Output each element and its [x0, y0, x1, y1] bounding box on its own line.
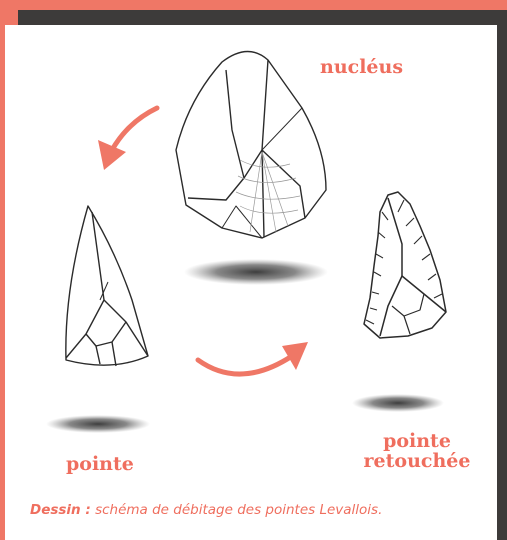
caption-label: Dessin : — [30, 502, 91, 518]
label-pointe-retouchee: pointe retouchée — [352, 432, 482, 472]
label-pointe-retouchee-line2: retouchée — [352, 452, 482, 472]
pointe-shadow — [46, 415, 150, 433]
label-pointe: pointe — [66, 455, 134, 475]
figure-caption: Dessin : schéma de débitage des pointes … — [30, 502, 382, 518]
arrow-nucleus-to-pointe — [98, 108, 157, 170]
pointe-retouchee-shadow — [352, 394, 444, 412]
caption-text: schéma de débitage des pointes Levallois… — [91, 502, 383, 518]
label-pointe-retouchee-line1: pointe — [352, 432, 482, 452]
nucleus-shadow — [184, 259, 328, 285]
nucleus-drawing — [176, 51, 326, 238]
pointe-drawing — [66, 206, 148, 366]
pointe-retouchee-drawing — [364, 192, 446, 338]
arrow-pointe-to-retouchee — [198, 342, 308, 374]
label-nucleus: nucléus — [320, 58, 403, 78]
